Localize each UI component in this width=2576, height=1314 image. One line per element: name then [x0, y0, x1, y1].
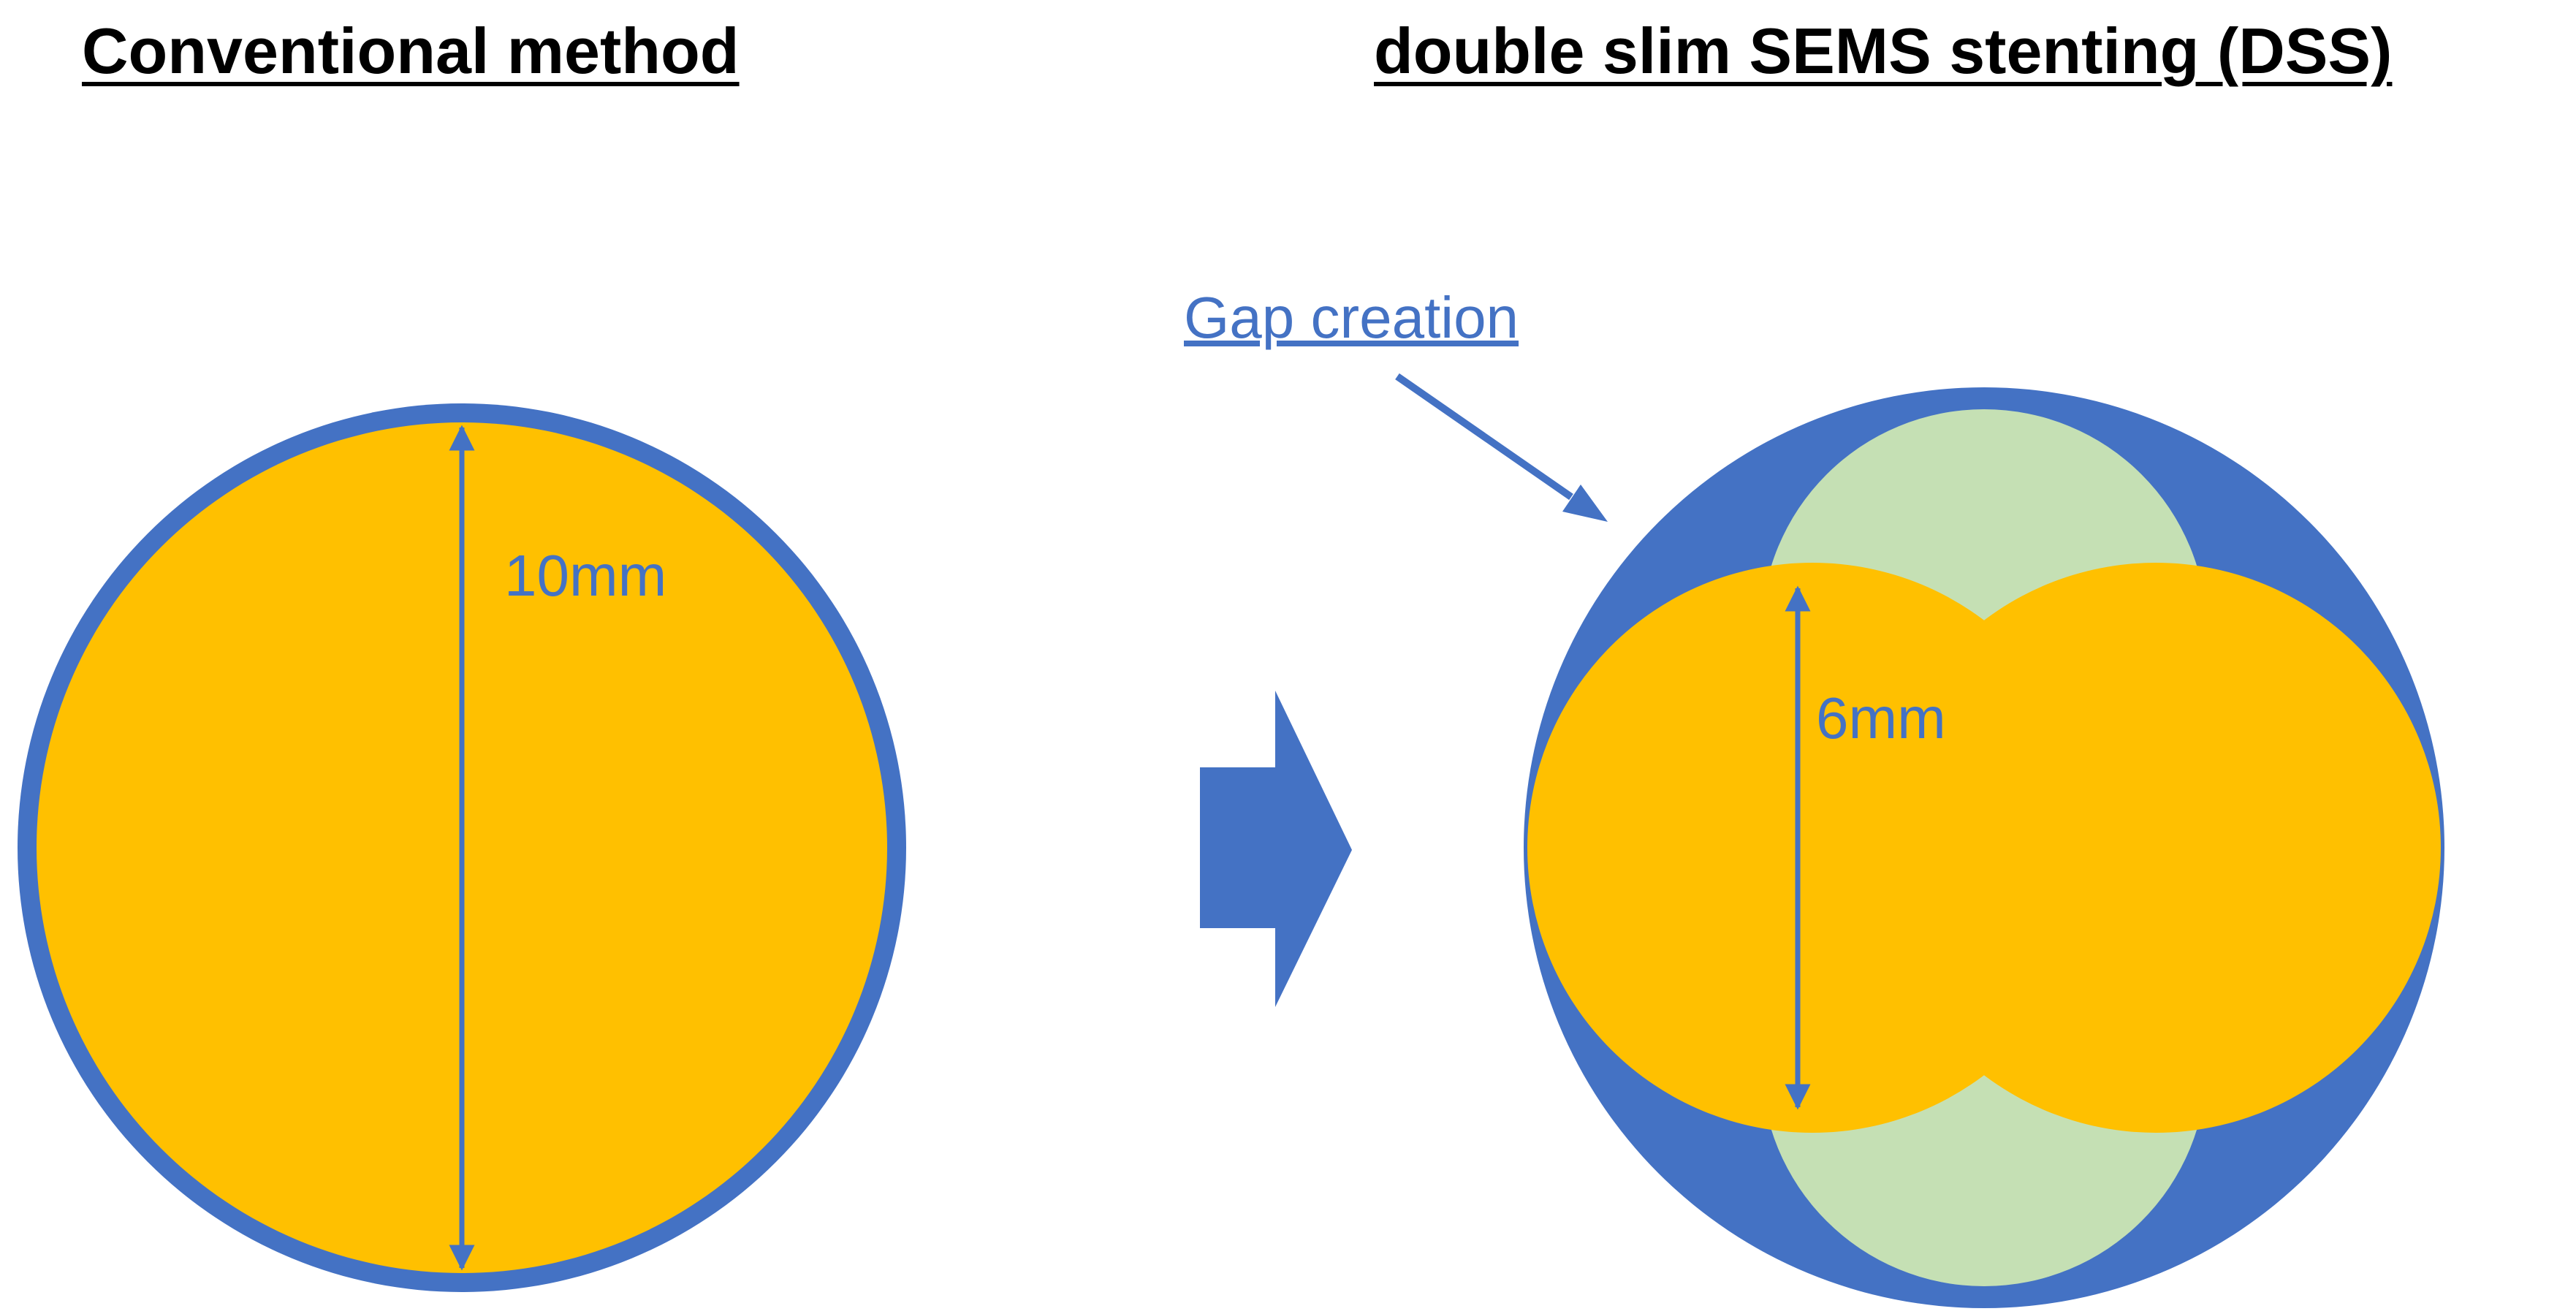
- right-slim-stent: [1871, 563, 2441, 1133]
- conventional-method-heading: Conventional method: [82, 15, 740, 87]
- pointer-arrow-icon: [1395, 373, 1573, 501]
- dss-heading: double slim SEMS stenting (DSS): [1374, 15, 2393, 87]
- diameter-label-6mm: 6mm: [1816, 686, 1946, 751]
- dss-stent-group: 6mm: [1524, 387, 2444, 1308]
- conventional-stent-group: 10mm: [18, 403, 906, 1292]
- pointer-arrow-head: [1562, 485, 1608, 522]
- gap-creation-label: Gap creation: [1184, 285, 1519, 350]
- diameter-label-10mm: 10mm: [504, 543, 666, 608]
- right-arrow-icon: [1200, 691, 1352, 1007]
